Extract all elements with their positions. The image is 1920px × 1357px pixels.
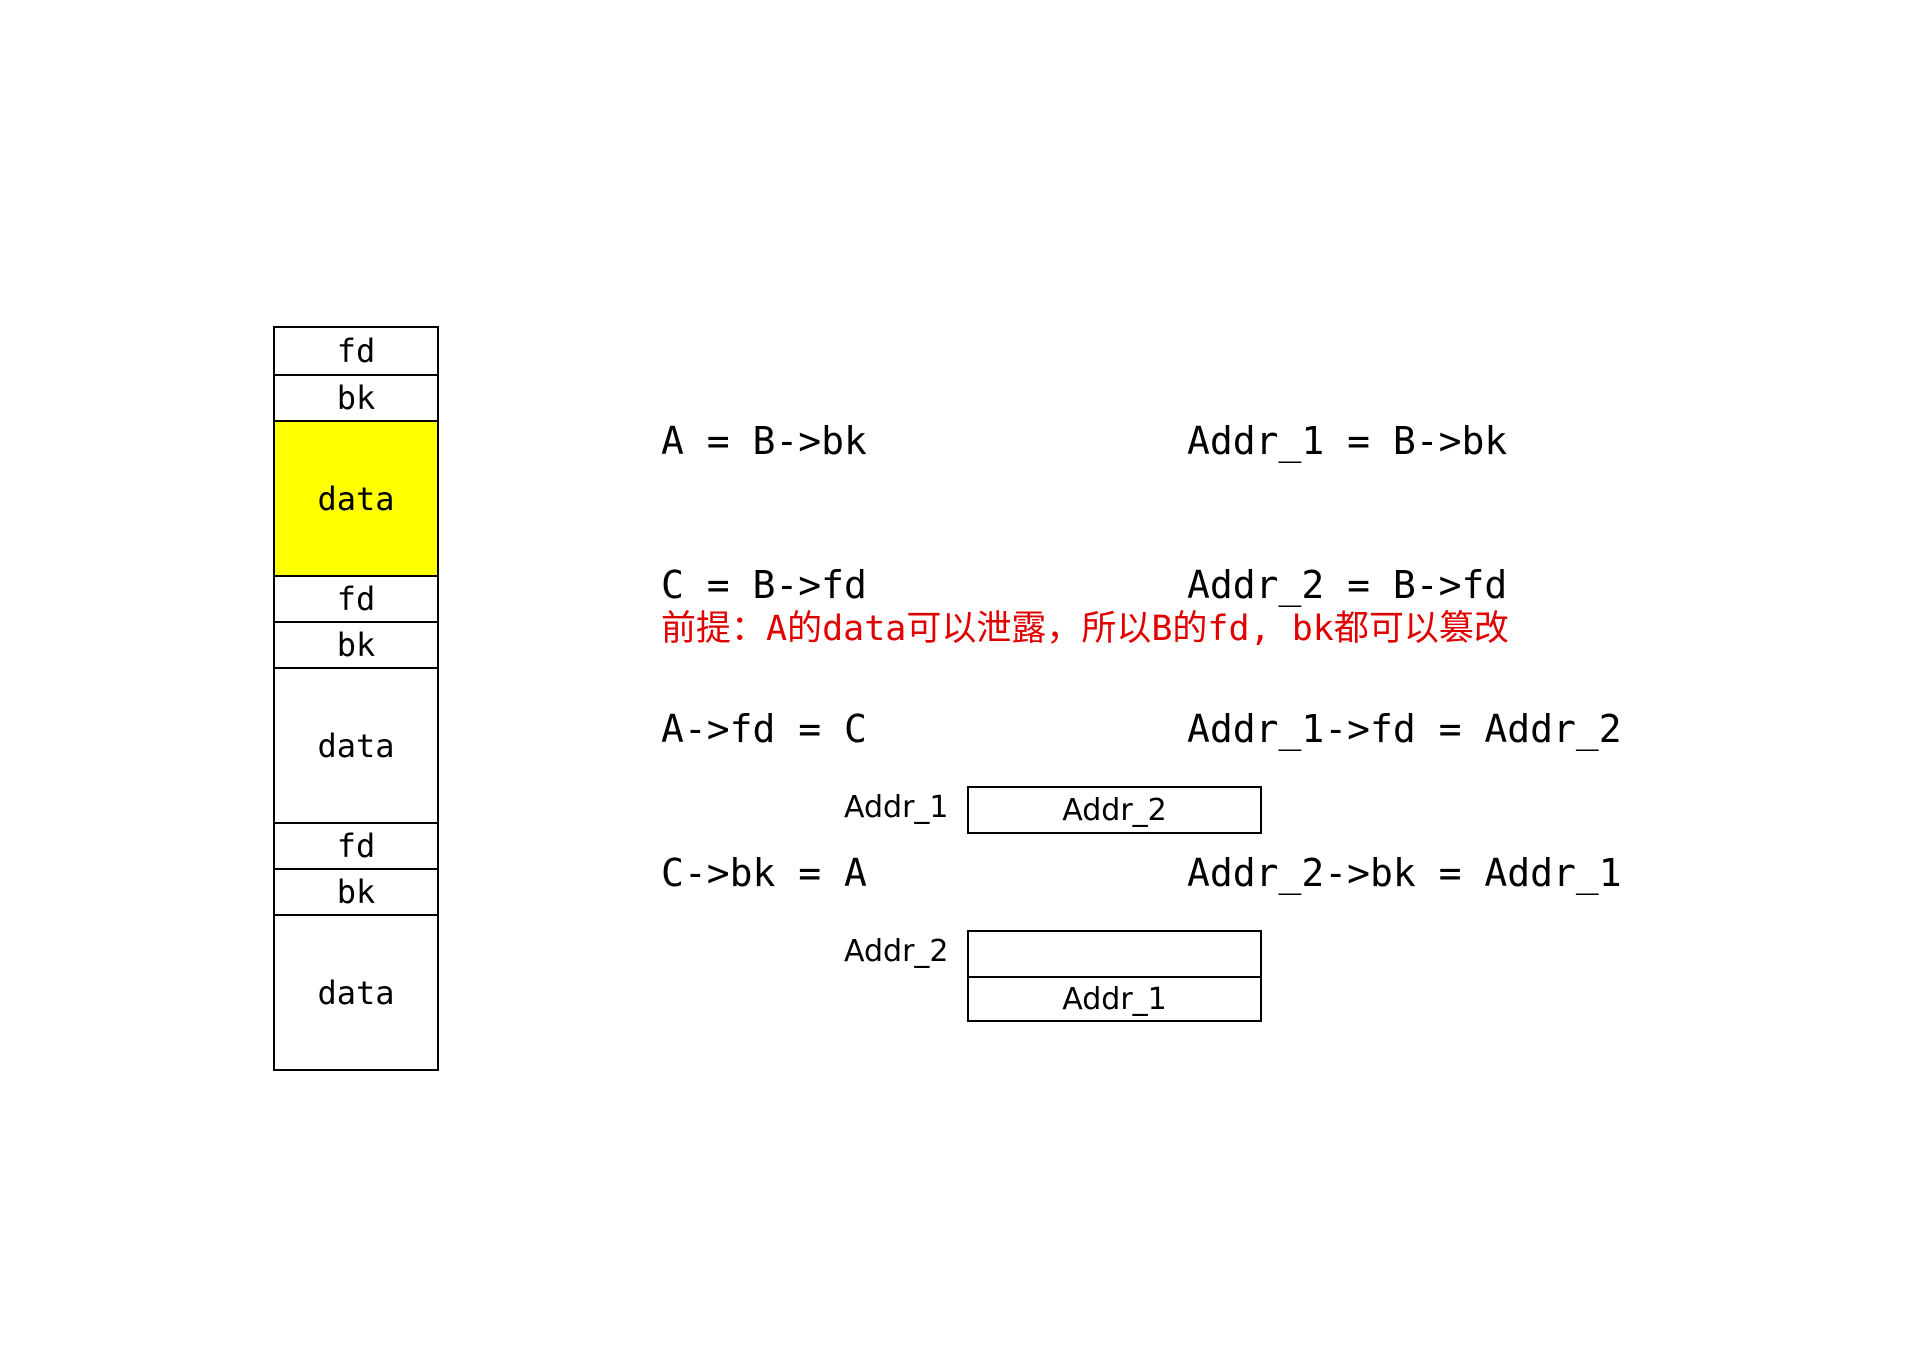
code-line: C->bk = A — [661, 851, 867, 895]
chunk-b-fd: fd — [275, 575, 437, 621]
chunk-a-fd: fd — [275, 328, 437, 374]
code-line: Addr_2 = B->fd — [1187, 563, 1508, 607]
code-line: Addr_1 = B->bk — [1187, 419, 1508, 463]
mem-label-addr1: Addr_1 — [844, 790, 949, 825]
chunk-c-data: data — [275, 914, 437, 1069]
chunk-c-fd: fd — [275, 822, 437, 868]
unlink-code-symbolic: A = B->bk C = B->fd A->fd = C C->bk = A — [661, 321, 867, 945]
chunk-c-bk: bk — [275, 868, 437, 914]
mem-label-addr2: Addr_2 — [844, 934, 949, 969]
mem-box-addr1: Addr_2 — [967, 786, 1262, 834]
code-line: A = B->bk — [661, 419, 867, 463]
chunk-a-data: data — [275, 420, 437, 575]
chunk-b-bk: bk — [275, 621, 437, 667]
chunk-b-data: data — [275, 667, 437, 822]
mem-cell: Addr_1 — [969, 976, 1260, 1020]
mem-cell: Addr_2 — [1062, 792, 1167, 828]
premise-note: 前提：A的data可以泄露，所以B的fd, bk都可以篡改 — [661, 609, 1509, 649]
code-line: Addr_1->fd = Addr_2 — [1187, 707, 1622, 751]
chunk-stack: fd bk data fd bk data fd bk data — [273, 326, 439, 1071]
code-line: Addr_2->bk = Addr_1 — [1187, 851, 1622, 895]
code-line: C = B->fd — [661, 563, 867, 607]
mem-box-addr2: Addr_1 — [967, 930, 1262, 1022]
mem-cell — [969, 932, 1260, 976]
chunk-a-bk: bk — [275, 374, 437, 420]
unlink-code-addresses: Addr_1 = B->bk Addr_2 = B->fd Addr_1->fd… — [1187, 321, 1622, 945]
code-line: A->fd = C — [661, 707, 867, 751]
